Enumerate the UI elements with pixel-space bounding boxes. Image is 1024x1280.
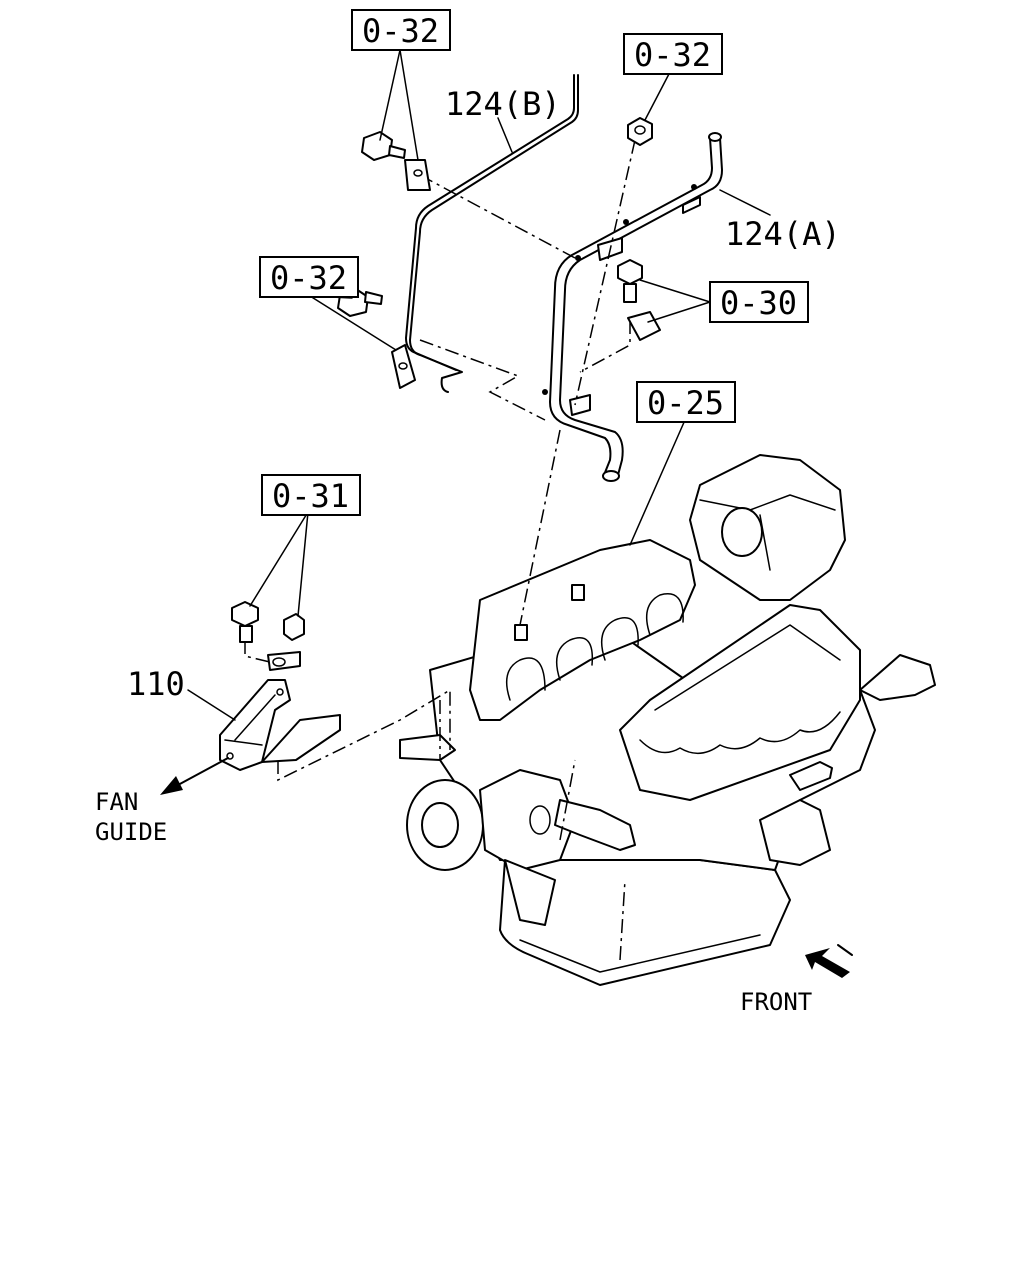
nut-top-right — [627, 117, 653, 146]
callout-032-top-text: 0-32 — [362, 12, 439, 50]
callout-031: 0-31 — [261, 474, 361, 516]
pipe-124b — [405, 74, 579, 393]
callout-032-mid-text: 0-32 — [270, 259, 347, 297]
callout-032-right: 0-32 — [623, 33, 723, 75]
assembly-dash-lines — [244, 139, 636, 782]
callout-030: 0-30 — [709, 281, 809, 323]
part-label-124b: 124(B) — [445, 85, 561, 123]
front-label: FRONT — [740, 988, 812, 1016]
callout-030-text: 0-30 — [720, 284, 797, 322]
callout-032-mid: 0-32 — [259, 256, 359, 298]
front-arrow-icon — [805, 944, 853, 978]
engine-assembly — [399, 454, 936, 986]
fan-guide-label-1: FAN — [95, 788, 138, 816]
part-label-124a: 124(A) — [725, 215, 841, 253]
fan-guide-label-2: GUIDE — [95, 818, 167, 846]
leader-lines — [187, 49, 771, 721]
bracket-110 — [219, 679, 341, 771]
bolt-031 — [231, 601, 305, 671]
bolt-top — [361, 131, 431, 191]
fan-guide-arrow-icon — [160, 757, 229, 795]
callout-032-top: 0-32 — [351, 9, 451, 51]
callout-025: 0-25 — [636, 381, 736, 423]
bolt-030 — [617, 259, 661, 341]
callout-031-text: 0-31 — [272, 477, 349, 515]
callout-025-text: 0-25 — [647, 384, 724, 422]
callout-032-right-text: 0-32 — [634, 36, 711, 74]
part-label-110: 110 — [127, 665, 185, 703]
